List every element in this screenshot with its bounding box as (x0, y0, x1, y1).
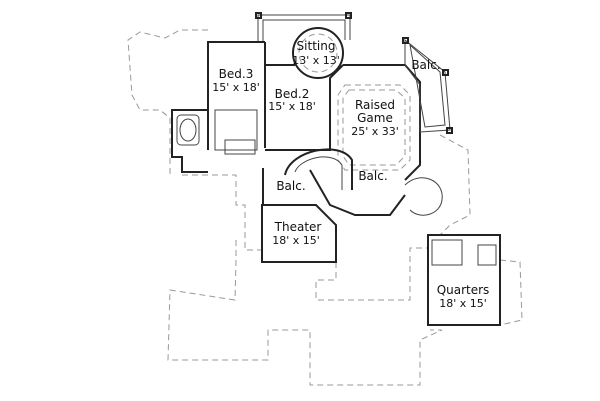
top-porch (255, 12, 352, 42)
sitting-label: Sitting (297, 39, 336, 53)
quarters: Quarters 18' x 15' (427, 234, 501, 326)
theater-size: 18' x 15' (272, 234, 320, 247)
bedroom-2: Bed.2 15' x 18' (265, 64, 344, 151)
balc-upper-label: Balc. (411, 58, 440, 72)
raised-game-size: 25' x 33' (351, 125, 399, 138)
bedroom-3: Bed.3 15' x 18' (207, 41, 266, 150)
quarters-size: 18' x 15' (439, 297, 487, 310)
sitting-size: 13' x 13' (292, 54, 340, 67)
bathroom-left (171, 109, 258, 173)
bed3-label: Bed.3 (219, 67, 254, 81)
bed2-size: 15' x 18' (268, 100, 316, 113)
theater: Theater 18' x 15' (261, 204, 337, 263)
sitting-room: Sitting 13' x 13' (292, 27, 344, 79)
bed2-label: Bed.2 (275, 87, 310, 101)
balcony-upper-right: Balc. (402, 37, 453, 134)
raised-game-label-line2: Game (357, 111, 393, 125)
lower-floor-outline (127, 29, 523, 386)
staircase: Balc. (284, 148, 443, 216)
raised-game-room: Raised Game 25' x 33' (337, 64, 421, 181)
raised-game-label-line1: Raised (355, 98, 395, 112)
bed3-size: 15' x 18' (212, 81, 260, 94)
balc-center-label: Balc. (358, 169, 387, 183)
balc-left-label: Balc. (276, 179, 305, 193)
theater-label: Theater (274, 220, 322, 234)
quarters-label: Quarters (437, 283, 490, 297)
